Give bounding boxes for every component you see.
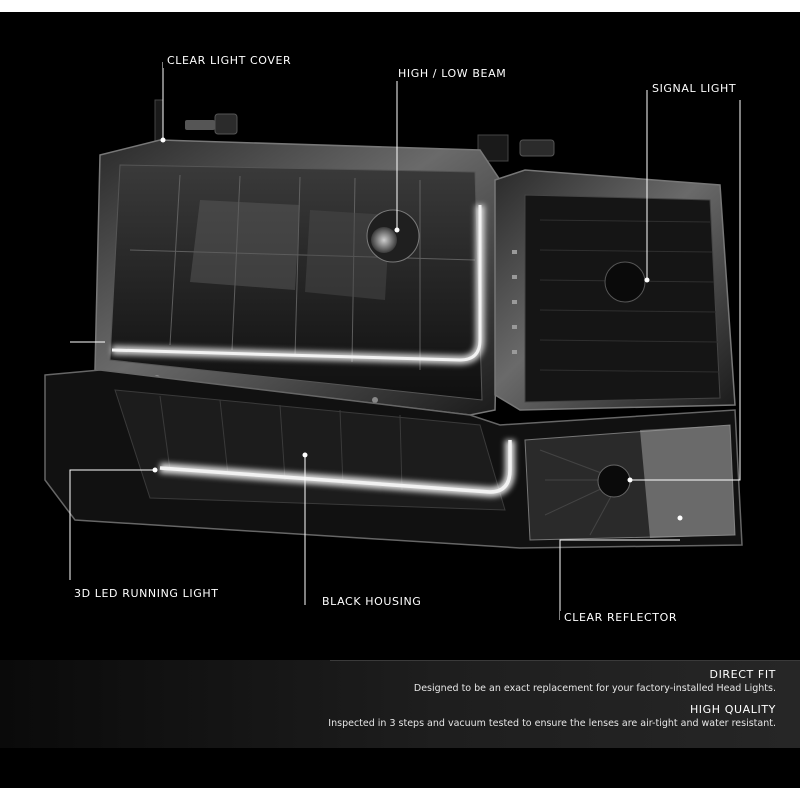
feature-title: DIRECT FIT (709, 668, 776, 681)
divider (330, 660, 800, 661)
black-housing-label: BLACK HOUSING (318, 595, 426, 609)
callout-lines (69, 62, 741, 620)
feature-info-band: DIRECT FIT Designed to be an exact repla… (0, 660, 800, 748)
clear-reflector-label: CLEAR REFLECTOR (560, 611, 682, 625)
bumper-light (44, 369, 743, 549)
clear-light-cover-label: CLEAR LIGHT COVER (163, 54, 296, 68)
high-low-beam-label: HIGH / LOW BEAM (394, 67, 511, 81)
main-headlight (94, 139, 501, 416)
feature-description: Inspected in 3 steps and vacuum tested t… (328, 718, 776, 729)
feature-description: Designed to be an exact replacement for … (413, 683, 776, 694)
led-running-light-label: 3D LED RUNNING LIGHT (70, 587, 223, 601)
feature-title: HIGH QUALITY (689, 703, 776, 716)
signal-light (494, 169, 736, 411)
signal-light-label: SIGNAL LIGHT (648, 82, 741, 96)
headlight-illustration (44, 62, 743, 620)
